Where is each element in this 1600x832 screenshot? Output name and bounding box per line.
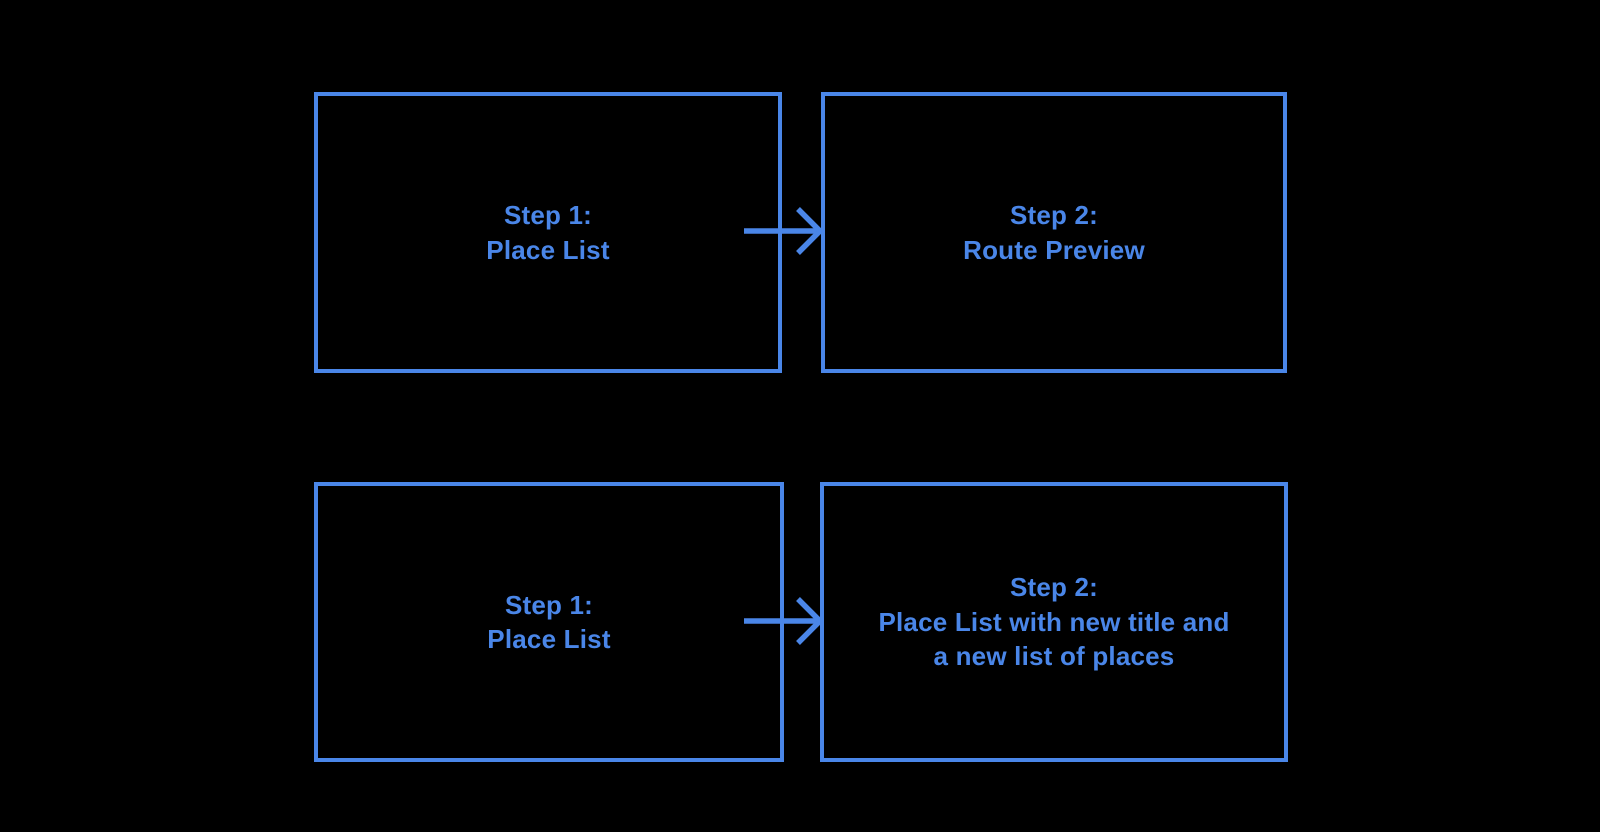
step1-place-list-box-2: Step 1: Place List bbox=[314, 482, 784, 762]
step-subtitle: Place List with new title and bbox=[878, 606, 1230, 637]
step-box-label: Step 2: Route Preview bbox=[963, 198, 1145, 267]
step2-new-place-list-box: Step 2: Place List with new title and a … bbox=[820, 482, 1288, 762]
step-subtitle: Place List bbox=[487, 624, 611, 654]
step-title: Step 2: bbox=[1009, 200, 1099, 230]
right-arrow-icon bbox=[744, 207, 824, 255]
step-box-label: Step 2: Place List with new title and a … bbox=[878, 570, 1229, 674]
step-title: Step 1: bbox=[504, 589, 594, 620]
right-arrow-icon bbox=[744, 597, 824, 645]
step2-route-preview-box: Step 2: Route Preview bbox=[821, 92, 1287, 373]
step-box-label: Step 1: Place List bbox=[486, 198, 609, 267]
step-subtitle: Place List bbox=[486, 234, 610, 265]
step-title: Step 1: bbox=[503, 200, 593, 230]
step-subtitle-line2: a new list of places bbox=[933, 641, 1175, 672]
step1-place-list-box: Step 1: Place List bbox=[314, 92, 782, 373]
step-box-label: Step 1: Place List bbox=[487, 588, 610, 657]
step-title: Step 2: bbox=[1009, 572, 1099, 603]
step-subtitle: Route Preview bbox=[963, 234, 1145, 265]
